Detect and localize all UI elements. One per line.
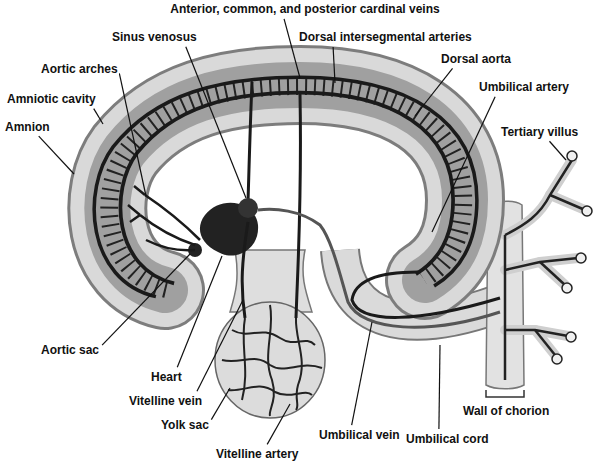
leader-line [211,388,230,420]
leader-line [415,68,453,116]
leader-line [94,109,103,124]
vessel [535,330,555,355]
sinus-venosus [238,198,258,218]
part-label: Aortic arches [40,62,119,76]
aortic-arches [128,186,200,250]
leader-line [119,73,146,196]
vessel [268,305,274,416]
villus-tip [582,206,592,216]
part-label: Sinus venosus [111,30,198,44]
part-label: Umbilical artery [478,80,570,94]
part-label: Amniotic cavity [6,92,97,106]
vitelline-vein [242,222,248,318]
bracket [486,390,524,397]
part-label: Umbilical vein [318,428,401,442]
amnion [107,85,465,290]
villus-tips [552,151,592,364]
villus-vessels [505,160,585,380]
part-label: Vitelline artery [215,447,300,461]
part-label: Yolk sac [160,418,210,432]
intersegmental-arteries [109,86,463,289]
yolk-sac [215,302,325,418]
aortic-arch [146,240,195,250]
vessel [540,262,565,285]
leader-line [102,254,190,345]
part-label: Amnion [4,120,51,134]
part-label: Heart [150,370,183,384]
part-label: Dorsal aorta [440,52,512,66]
leader-line [197,300,243,391]
part-label: Vitelline vein [128,394,203,408]
vessel [222,359,322,369]
villus-tissue [505,160,585,355]
vitelline-artery [296,94,301,318]
part-label: Aortic sac [40,343,100,357]
leader-line [333,47,335,83]
villus-tip [566,332,576,342]
leader-line [549,141,566,160]
villus-tip [576,253,586,263]
vitelline-network [222,305,322,416]
leader-line [186,47,246,198]
leader-line [267,404,290,444]
common-cardinal-vein [248,82,252,202]
vessel [228,387,312,395]
part-label: Wall of chorion [462,404,550,418]
villus-tip [552,354,562,364]
umbilical-artery [352,272,500,317]
leader-line [439,345,440,429]
embryo-body [107,85,465,290]
villus-tip [567,151,577,161]
part-label: Umbilical cord [405,432,490,446]
villus [540,262,565,285]
leader-line [352,322,372,425]
leader-line [284,19,300,78]
aortic-arch [145,195,200,240]
villus-tip [562,283,572,293]
part-label: Dorsal intersegmental arteries [298,30,473,44]
vessel [296,318,302,410]
vessel [242,318,245,400]
part-label: Anterior, common, and posterior cardinal… [169,2,440,16]
part-label: Tertiary villus [500,125,579,139]
leader-line [177,256,222,367]
vessel [504,235,507,380]
amniotic-cavity [107,85,465,290]
dorsal-aorta [120,93,453,284]
vessel [550,195,585,210]
leader-line [39,136,74,174]
umbilical-vein [258,209,500,327]
villus [550,195,585,210]
vessel [505,160,572,235]
leader-line [432,97,495,232]
aortic-branch [128,186,145,222]
